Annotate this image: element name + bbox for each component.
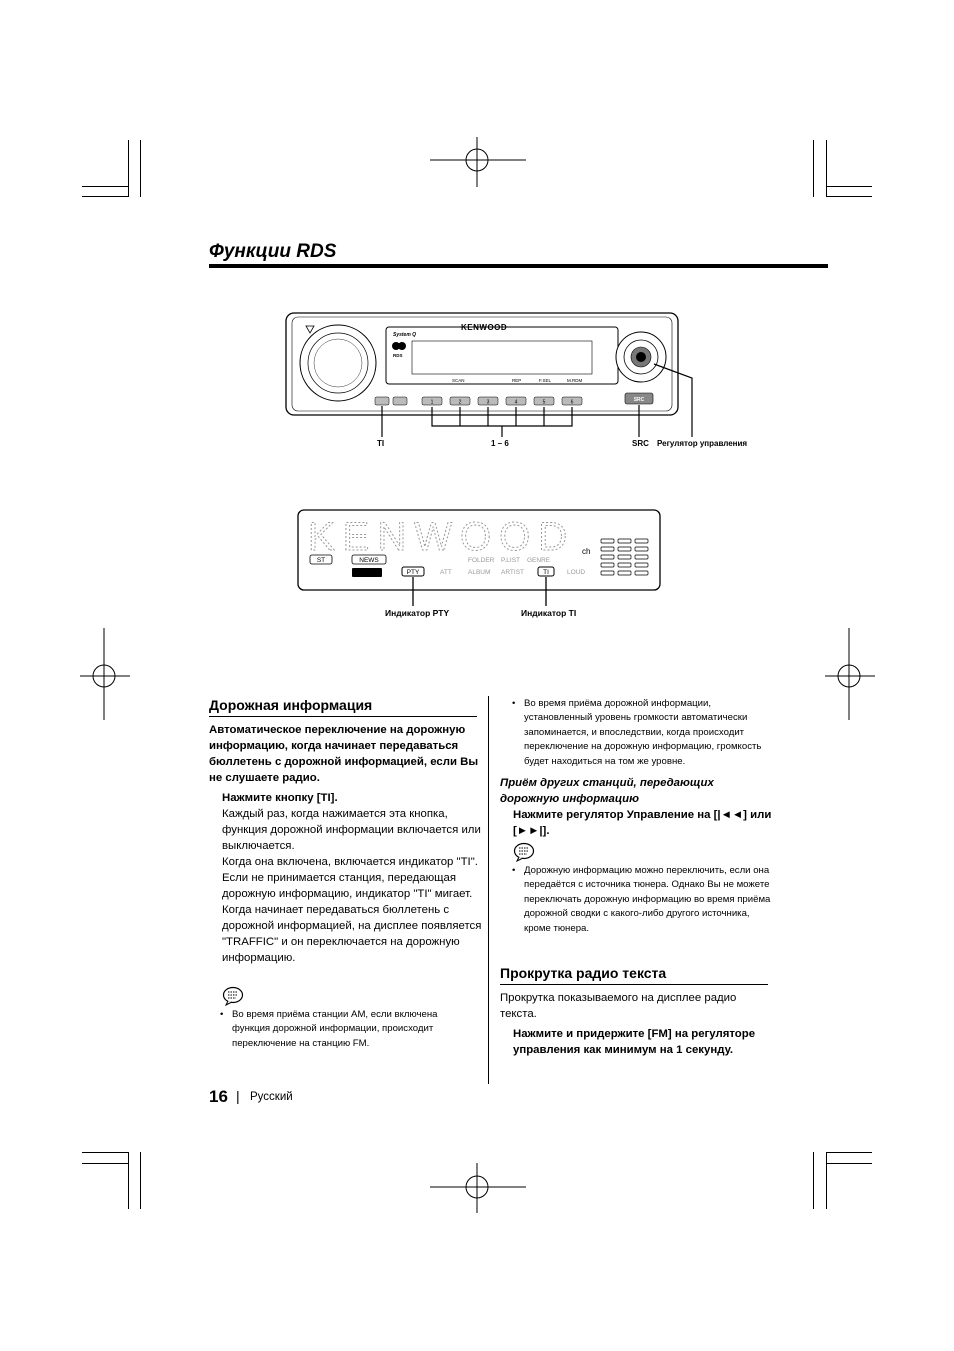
preset-button-5[interactable] bbox=[533, 396, 555, 406]
svg-text:4: 4 bbox=[515, 400, 518, 406]
registration-mark-right bbox=[825, 628, 875, 720]
registration-mark-bottom bbox=[430, 1163, 526, 1213]
svg-text:6: 6 bbox=[571, 400, 574, 406]
ti-indicator bbox=[537, 566, 555, 577]
rds-label: RDS bbox=[393, 353, 403, 358]
svg-text:3: 3 bbox=[487, 400, 490, 406]
volume-knob[interactable] bbox=[299, 324, 377, 402]
control-knob[interactable] bbox=[615, 331, 667, 383]
svg-text:SRC: SRC bbox=[634, 397, 645, 403]
section-heading-radio-text: Прокрутка радио текста bbox=[500, 965, 667, 981]
ch-label: ch bbox=[582, 547, 590, 556]
callout-lines bbox=[381, 363, 693, 437]
system-label: System Q bbox=[393, 332, 416, 338]
traffic-body-p4: Когда начинает передаваться бюллетень с … bbox=[222, 904, 482, 964]
volume-note: • Во время приёма дорожной информации, у… bbox=[512, 698, 762, 767]
scan-label: SCAN bbox=[452, 378, 465, 383]
genre-indicator: GENRE bbox=[527, 557, 551, 564]
src-button[interactable] bbox=[624, 392, 654, 405]
preset-button-4[interactable] bbox=[505, 396, 527, 406]
preset-button-3[interactable] bbox=[477, 396, 499, 406]
svg-text:5: 5 bbox=[543, 400, 546, 406]
note-icon bbox=[222, 986, 244, 1006]
callout-src: SRC bbox=[632, 439, 649, 448]
preset-button-2[interactable] bbox=[449, 396, 471, 406]
st-indicator bbox=[309, 554, 333, 565]
brand-logo: KENWOOD bbox=[461, 323, 507, 332]
page-language: Русский bbox=[250, 1091, 293, 1103]
column-divider bbox=[488, 696, 489, 1084]
preset-button-6[interactable] bbox=[561, 396, 583, 406]
album-indicator: ALBUM bbox=[468, 569, 490, 576]
svg-text:NEWS: NEWS bbox=[359, 557, 379, 564]
ti-button[interactable] bbox=[374, 396, 390, 406]
callout-presets: 1 – 6 bbox=[491, 439, 509, 448]
callout-pty-indicator: Индикатор PTY bbox=[385, 608, 450, 618]
svg-text:1: 1 bbox=[431, 400, 434, 406]
registration-mark-top bbox=[430, 137, 526, 187]
preset-buttons: 1 2 3 4 5 6 bbox=[421, 396, 583, 406]
head-unit-figure: System Q KENWOOD RDS SCAN REP F.SEL M.RD… bbox=[285, 312, 693, 437]
page-title: Функции RDS bbox=[209, 241, 337, 262]
callout-ti-indicator: Индикатор TI bbox=[521, 608, 577, 618]
traffic-body-p3: Если не принимается станция, передающая … bbox=[222, 872, 473, 900]
preset-button-1[interactable] bbox=[421, 396, 443, 406]
section-heading-traffic-info: Дорожная информация bbox=[209, 697, 373, 713]
note-icon bbox=[513, 842, 535, 862]
tuner-note: • Дорожную информацию можно переключить,… bbox=[512, 865, 771, 934]
traffic-body: Каждый раз, когда нажимается эта кнопка,… bbox=[222, 806, 484, 966]
traffic-body-p1: Каждый раз, когда нажимается эта кнопка,… bbox=[222, 808, 481, 852]
display-figure: KENWOOD ch ST NEWS FOLDER P.LIST GENRE Ф… bbox=[297, 509, 661, 606]
artist-indicator: ARTIST bbox=[501, 569, 524, 576]
menu-button[interactable] bbox=[392, 396, 408, 406]
subheading-other-stations: Приём других станций, передающих дорожну… bbox=[500, 777, 714, 805]
registration-mark-left bbox=[80, 628, 130, 720]
radio-text-intro: Прокрутка показываемого на дисплее радио… bbox=[500, 992, 737, 1020]
rds-logo-mark bbox=[352, 568, 382, 577]
display-segment-text: KENWOOD bbox=[308, 515, 575, 559]
page-number: 16 bbox=[209, 1087, 228, 1106]
traffic-step: Нажмите кнопку [TI]. bbox=[222, 792, 338, 804]
folder-indicator: FOLDER bbox=[468, 557, 495, 564]
callout-ti: TI bbox=[377, 439, 385, 448]
eq-bars bbox=[600, 538, 649, 576]
lcd-display bbox=[411, 340, 593, 375]
loud-indicator: LOUD bbox=[567, 569, 585, 576]
plist-indicator: P.LIST bbox=[501, 557, 520, 564]
display-callout-lines bbox=[412, 577, 547, 606]
news-indicator bbox=[351, 554, 387, 565]
radio-text-step: Нажмите и придержите [FM] на регуляторе … bbox=[513, 1028, 756, 1056]
svg-text:2: 2 bbox=[459, 400, 462, 406]
svg-text:TI: TI bbox=[543, 569, 549, 576]
fsel-label: F.SEL bbox=[539, 378, 552, 383]
svg-text:PTY: PTY bbox=[407, 569, 420, 576]
title-rule bbox=[209, 264, 828, 268]
traffic-note: • Во время приёма станции AM, если включ… bbox=[220, 1009, 438, 1049]
eject-icon bbox=[305, 325, 315, 334]
traffic-intro: Автоматическое переключение на дорожную … bbox=[209, 724, 479, 784]
pty-indicator bbox=[401, 566, 425, 577]
page-separator: | bbox=[236, 1088, 240, 1104]
other-stations-step: Нажмите регулятор Управление на [|◄◄] ил… bbox=[513, 809, 772, 837]
mrdm-label: M.RDM bbox=[567, 378, 582, 383]
traffic-body-p2: Когда она включена, включается индикатор… bbox=[222, 856, 478, 868]
disc-icon bbox=[392, 342, 400, 350]
att-indicator: ATT bbox=[440, 569, 452, 576]
callout-control: Регулятор управления bbox=[657, 439, 748, 448]
rep-label: REP bbox=[512, 378, 521, 383]
svg-text:ST: ST bbox=[317, 557, 325, 564]
